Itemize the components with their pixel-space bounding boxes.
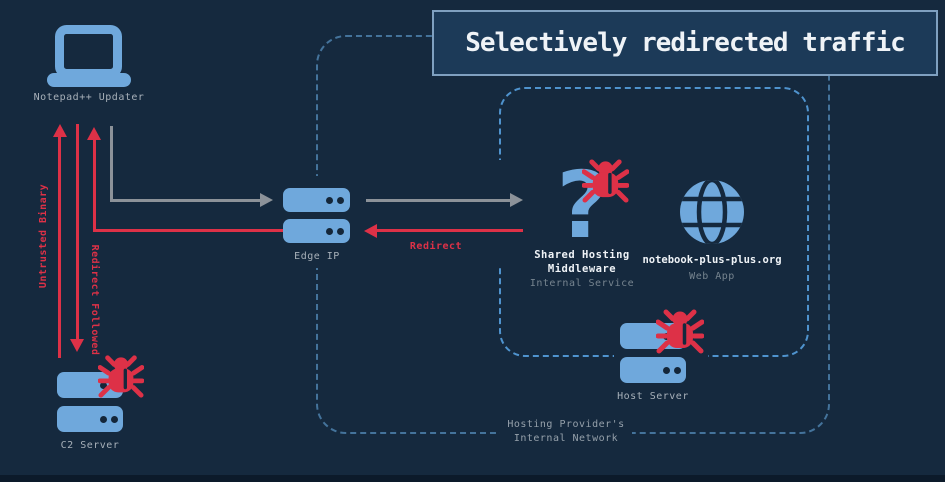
bug-icon — [582, 159, 629, 203]
diagram-title: Selectively redirected traffic — [465, 28, 906, 58]
updater-label: Notepad++ Updater — [33, 92, 145, 103]
untrusted-binary-arrowhead — [53, 124, 67, 137]
redirect-return-line-v — [93, 139, 96, 232]
web-app-label: notebook-plus-plus.org — [642, 254, 782, 266]
middleware-label-line2: Middleware — [547, 263, 617, 275]
server-led-icon — [100, 415, 107, 423]
server-led-icon — [326, 227, 333, 235]
server-led-icon — [663, 366, 670, 374]
globe-icon — [680, 180, 744, 244]
server-led-icon — [674, 366, 681, 374]
forward-arrowhead — [510, 193, 523, 207]
redirect-return-arrowhead — [87, 127, 101, 140]
host-server-label: Host Server — [617, 391, 689, 402]
arrow-crossing-backing — [491, 160, 507, 266]
redirect-followed-line — [76, 124, 79, 340]
server-led-icon — [111, 415, 118, 423]
network-label: Hosting Provider's Internal Network — [500, 414, 632, 450]
request-arrowhead — [260, 193, 273, 207]
redirect-followed-arrowhead — [70, 339, 84, 352]
request-line-v — [110, 126, 113, 202]
server-led-icon — [337, 227, 344, 235]
edge-ip-server-icon — [283, 219, 350, 243]
redirect-followed-label: Redirect Followed — [89, 244, 100, 356]
edge-ip-server-icon — [283, 188, 350, 212]
middleware-sublabel: Internal Service — [529, 278, 635, 289]
web-app-sublabel: Web App — [689, 271, 735, 282]
c2-server-label: C2 Server — [60, 440, 120, 451]
redirect-label: Redirect — [409, 241, 463, 252]
bottom-strip — [0, 475, 945, 482]
bug-icon — [98, 355, 144, 398]
redirect-return-line-h — [93, 229, 283, 232]
untrusted-binary-line — [58, 136, 61, 358]
bug-icon — [656, 309, 704, 354]
host-server-icon — [620, 357, 686, 383]
title-box: Selectively redirected traffic — [432, 10, 938, 76]
server-led-icon — [326, 196, 333, 204]
network-label-line1: Hosting Provider's — [507, 419, 625, 430]
server-led-icon — [337, 196, 344, 204]
laptop-icon — [47, 25, 131, 87]
edge-ip-label: Edge IP — [294, 251, 340, 262]
middleware-label-line1: Shared Hosting — [534, 249, 630, 261]
c2-server-icon — [57, 406, 123, 432]
redirect-line — [377, 229, 523, 232]
untrusted-binary-label: Untrusted Binary — [38, 183, 49, 289]
forward-line — [366, 199, 510, 202]
server-led-icon — [100, 381, 107, 389]
network-label-line2: Internal Network — [513, 433, 619, 444]
request-line-h — [110, 199, 260, 202]
redirect-arrowhead — [364, 224, 377, 238]
